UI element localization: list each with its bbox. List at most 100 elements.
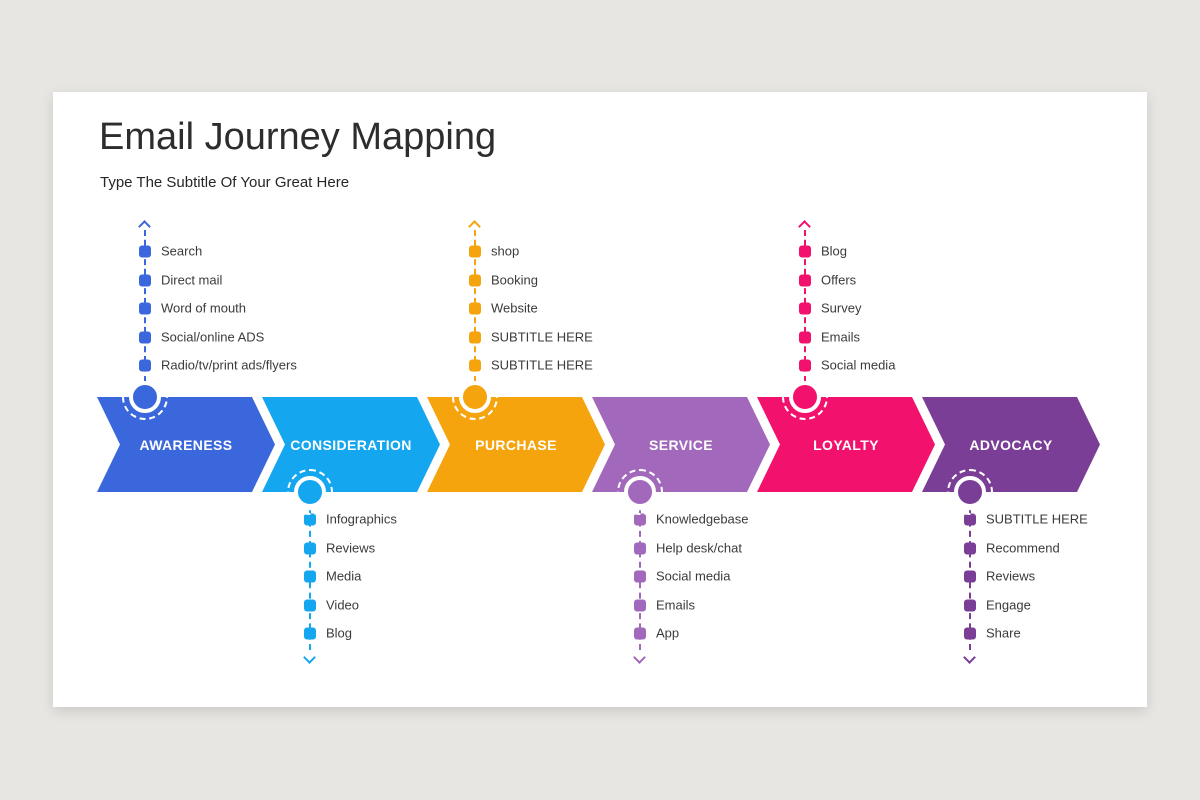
item-marker (304, 570, 316, 582)
journey-item-awareness-3[interactable]: Social/online ADS (139, 330, 264, 345)
item-marker (139, 302, 151, 314)
journey-item-service-1[interactable]: Help desk/chat (634, 541, 742, 556)
item-marker (139, 359, 151, 371)
item-label: Website (491, 300, 538, 316)
slide: Email Journey Mapping Type The Subtitle … (53, 92, 1147, 707)
connector-circle (294, 476, 326, 508)
item-label: Search (161, 243, 203, 259)
connector-circle (789, 381, 821, 413)
item-marker (964, 542, 976, 554)
item-marker (799, 274, 811, 286)
stage-chevron-purchase[interactable]: PURCHASE (427, 397, 605, 492)
journey-item-consideration-2[interactable]: Media (304, 569, 361, 584)
stage-chevron-service[interactable]: SERVICE (592, 397, 770, 492)
item-label: Direct mail (161, 272, 223, 288)
stage-label-consideration: CONSIDERATION (290, 436, 412, 453)
connector-dashed-ring (122, 374, 168, 420)
item-marker (964, 513, 976, 525)
item-marker (634, 570, 646, 582)
item-label: Emails (656, 597, 696, 613)
arrow-down-icon (963, 651, 976, 664)
item-label: Reviews (326, 540, 376, 556)
item-label: Video (326, 597, 360, 613)
stage-chevron-advocacy[interactable]: ADVOCACY (922, 397, 1100, 492)
item-marker (799, 331, 811, 343)
connector-dashed-ring (452, 374, 498, 420)
journey-item-purchase-1[interactable]: Booking (469, 273, 538, 288)
arrow-up-icon (798, 220, 811, 233)
item-label: Emails (821, 329, 861, 345)
journey-item-service-4[interactable]: App (634, 626, 679, 641)
journey-item-awareness-0[interactable]: Search (139, 244, 202, 259)
item-label: Knowledgebase (656, 511, 749, 527)
item-marker (634, 513, 646, 525)
journey-item-purchase-4[interactable]: SUBTITLE HERE (469, 358, 593, 373)
stage-chevron-loyalty[interactable]: LOYALTY (757, 397, 935, 492)
journey-item-loyalty-3[interactable]: Emails (799, 330, 860, 345)
connector-circle (129, 381, 161, 413)
item-label: Help desk/chat (656, 540, 742, 556)
item-label: Blog (326, 625, 353, 641)
journey-item-loyalty-4[interactable]: Social media (799, 358, 895, 373)
journey-item-purchase-3[interactable]: SUBTITLE HERE (469, 330, 593, 345)
item-label: Survey (821, 300, 862, 316)
item-label: Reviews (986, 568, 1036, 584)
item-marker (799, 302, 811, 314)
item-marker (304, 513, 316, 525)
item-label: Blog (821, 243, 848, 259)
stage-chevron-consideration[interactable]: CONSIDERATION (262, 397, 440, 492)
journey-item-awareness-1[interactable]: Direct mail (139, 273, 222, 288)
journey-item-loyalty-0[interactable]: Blog (799, 244, 847, 259)
journey-item-advocacy-2[interactable]: Reviews (964, 569, 1035, 584)
item-marker (469, 302, 481, 314)
item-label: Offers (821, 272, 857, 288)
item-marker (799, 359, 811, 371)
item-marker (139, 274, 151, 286)
item-marker (964, 570, 976, 582)
stage-chevron-awareness[interactable]: AWARENESS (97, 397, 275, 492)
journey-item-consideration-4[interactable]: Blog (304, 626, 352, 641)
connector-circle (459, 381, 491, 413)
item-label: Social media (821, 357, 896, 373)
item-label: SUBTITLE HERE (491, 329, 593, 345)
journey-item-service-0[interactable]: Knowledgebase (634, 512, 749, 527)
journey-item-loyalty-1[interactable]: Offers (799, 273, 856, 288)
stage-label-advocacy: ADVOCACY (969, 436, 1053, 453)
journey-item-consideration-3[interactable]: Video (304, 598, 359, 613)
journey-item-service-3[interactable]: Emails (634, 598, 695, 613)
journey-item-consideration-1[interactable]: Reviews (304, 541, 375, 556)
arrow-up-icon (138, 220, 151, 233)
journey-item-advocacy-4[interactable]: Share (964, 626, 1021, 641)
stage-label-purchase: PURCHASE (475, 436, 557, 453)
arrow-down-icon (633, 651, 646, 664)
item-marker (469, 331, 481, 343)
arrow-up-icon (468, 220, 481, 233)
page-subtitle[interactable]: Type The Subtitle Of Your Great Here (100, 174, 350, 191)
journey-item-advocacy-1[interactable]: Recommend (964, 541, 1060, 556)
item-marker (634, 627, 646, 639)
item-marker (964, 627, 976, 639)
page-title[interactable]: Email Journey Mapping (99, 116, 497, 158)
journey-item-consideration-0[interactable]: Infographics (304, 512, 397, 527)
item-label: App (656, 625, 680, 641)
journey-item-awareness-2[interactable]: Word of mouth (139, 301, 246, 316)
journey-item-service-2[interactable]: Social media (634, 569, 730, 584)
journey-item-awareness-4[interactable]: Radio/tv/print ads/flyers (139, 358, 297, 373)
item-marker (634, 542, 646, 554)
journey-item-advocacy-3[interactable]: Engage (964, 598, 1031, 613)
journey-item-purchase-0[interactable]: shop (469, 244, 519, 259)
item-label: Social/online ADS (161, 329, 265, 345)
journey-item-loyalty-2[interactable]: Survey (799, 301, 861, 316)
item-label: SUBTITLE HERE (986, 511, 1088, 527)
stage-label-awareness: AWARENESS (139, 436, 233, 453)
journey-item-purchase-2[interactable]: Website (469, 301, 538, 316)
journey-item-advocacy-0[interactable]: SUBTITLE HERE (964, 512, 1088, 527)
item-marker (469, 359, 481, 371)
item-marker (304, 542, 316, 554)
item-label: SUBTITLE HERE (491, 357, 593, 373)
